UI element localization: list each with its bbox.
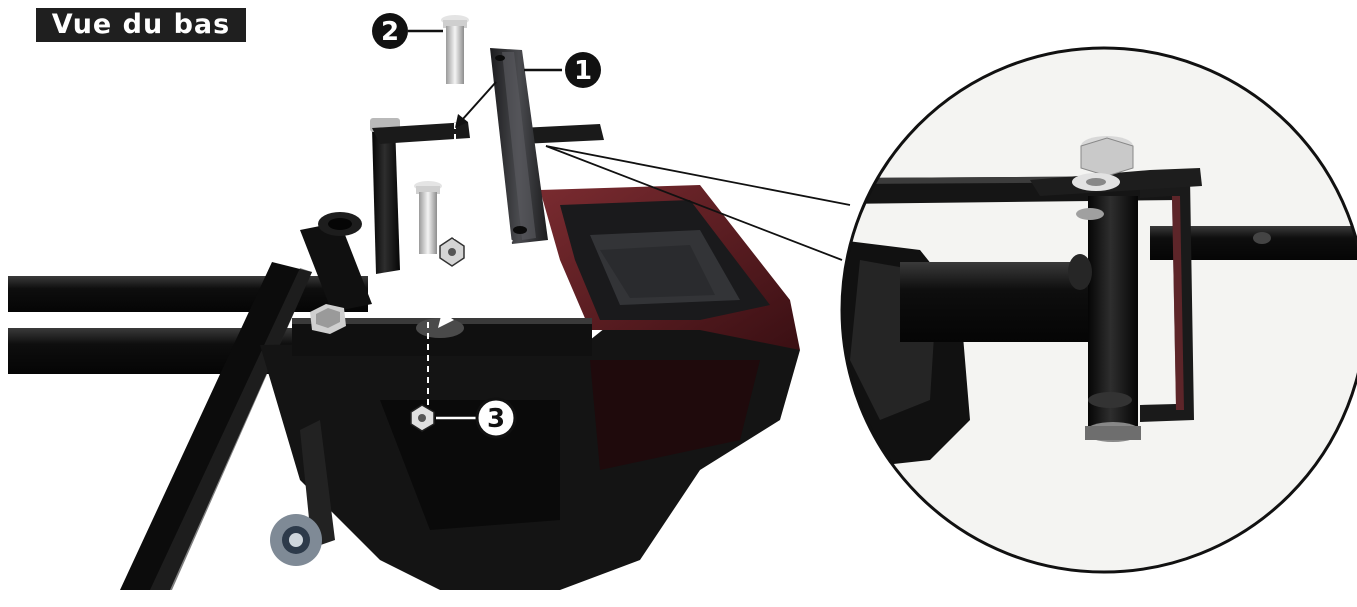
callout-badge (475, 397, 517, 439)
arrow-bracket-to-mount (438, 239, 513, 328)
callout-3: 3 (436, 397, 517, 439)
upper-bolt (441, 15, 469, 84)
callout-2: 2 (372, 13, 443, 49)
frame-tube-upper (8, 276, 368, 312)
upright-tube (300, 222, 372, 312)
callout-number-2: 2 (381, 17, 399, 47)
diagonal-tube (120, 262, 312, 590)
callout-number-3: 3 (487, 404, 505, 434)
upper-nut (439, 237, 465, 267)
lower-bolt (414, 181, 442, 254)
main-assembly (8, 15, 800, 590)
callout-badge (372, 13, 408, 49)
callout-1: 1 (524, 52, 601, 88)
callout-badge (565, 52, 601, 88)
zoom-leader-lower (545, 145, 843, 261)
lower-nut (410, 404, 435, 432)
callout-number-1: 1 (574, 56, 592, 86)
zoom-leader-upper (545, 145, 851, 206)
arrow-bolt-to-bracket (455, 81, 497, 128)
zoom-detail (840, 46, 1357, 574)
bracket-bar (490, 48, 548, 244)
view-label: Vue du bas (36, 8, 246, 42)
zoom-circle-outline (840, 46, 1357, 574)
